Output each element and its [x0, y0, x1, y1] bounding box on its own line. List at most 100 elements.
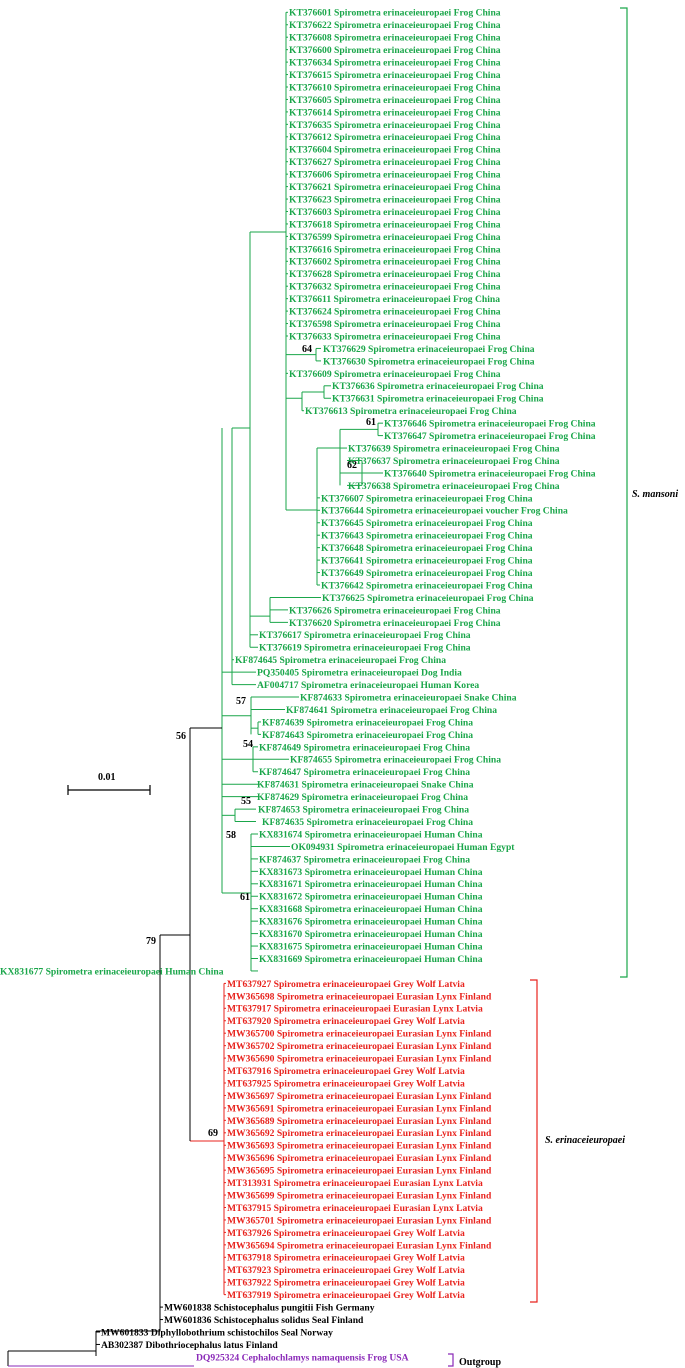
- clade-label-s-mansoni: S. mansoni: [632, 489, 678, 500]
- leaf-label: KT376617 Spirometra erinaceieuropaei Fro…: [259, 630, 471, 641]
- leaf-label: KF874653 Spirometra erinaceieuropaei Fro…: [258, 805, 469, 816]
- leaf-label: KT376637 Spirometra erinaceieuropaei Fro…: [348, 456, 560, 467]
- leaf-label: KF874649 Spirometra erinaceieuropaei Fro…: [259, 742, 470, 753]
- leaf-label: KT376634 Spirometra erinaceieuropaei Fro…: [289, 58, 501, 69]
- leaf-label: MT637917 Spirometra erinaceieuropaei Eur…: [227, 1004, 483, 1015]
- leaf-label: KT376613 Spirometra erinaceieuropaei Fro…: [305, 406, 517, 417]
- leaf-label: KF874633 Spirometra erinaceieuropaei Sna…: [300, 692, 517, 703]
- leaf-label: KX831676 Spirometra erinaceieuropaei Hum…: [259, 917, 483, 928]
- leaf-label: KT376612 Spirometra erinaceieuropaei Fro…: [289, 132, 501, 143]
- leaf-label: MT313931 Spirometra erinaceieuropaei Eur…: [227, 1178, 483, 1189]
- leaf-label: KX831668 Spirometra erinaceieuropaei Hum…: [259, 904, 483, 915]
- leaf-label: MW365696 Spirometra erinaceieuropaei Eur…: [227, 1153, 492, 1164]
- leaf-label: KT376648 Spirometra erinaceieuropaei Fro…: [321, 543, 533, 554]
- leaf-label: KF874639 Spirometra erinaceieuropaei Fro…: [262, 717, 473, 728]
- leaf-label: MT637915 Spirometra erinaceieuropaei Eur…: [227, 1203, 483, 1214]
- leaf-label: KF874631 Spirometra erinaceieuropaei Sna…: [257, 780, 474, 791]
- leaf-label: MT637926 Spirometra erinaceieuropaei Gre…: [227, 1228, 465, 1239]
- leaf-label: MW365699 Spirometra erinaceieuropaei Eur…: [227, 1190, 492, 1201]
- leaf-label: MT637923 Spirometra erinaceieuropaei Gre…: [227, 1265, 465, 1276]
- s-mansoni-bracket: [620, 7, 628, 978]
- leaf-label: KT376623 Spirometra erinaceieuropaei Fro…: [289, 194, 501, 205]
- leaf-label: MT637927 Spirometra erinaceieuropaei Gre…: [227, 979, 465, 990]
- leaf-label: MT637925 Spirometra erinaceieuropaei Gre…: [227, 1078, 465, 1089]
- leaf-label: KT376606 Spirometra erinaceieuropaei Fro…: [289, 170, 501, 181]
- leaf-label: KF874655 Spirometra erinaceieuropaei Fro…: [290, 755, 501, 766]
- leaf-label: DQ925324 Cephalochlamys namaquensis Frog…: [196, 1352, 409, 1363]
- leaf-label: KT376644 Spirometra erinaceieuropaei vou…: [321, 506, 568, 517]
- leaf-label: MW601836 Schistocephalus solidus Seal Fi…: [164, 1315, 364, 1326]
- leaf-label: MW365695 Spirometra erinaceieuropaei Eur…: [227, 1166, 492, 1177]
- leaf-label: KF874647 Spirometra erinaceieuropaei Fro…: [259, 767, 470, 778]
- bootstrap-value: 69: [208, 1128, 218, 1139]
- leaf-label: KT376629 Spirometra erinaceieuropaei Fro…: [323, 344, 535, 355]
- leaf-label: MW365698 Spirometra erinaceieuropaei Eur…: [227, 991, 492, 1002]
- leaf-label: MW601838 Schistocephalus pungitii Fish G…: [164, 1303, 375, 1314]
- leaf-label: KX831675 Spirometra erinaceieuropaei Hum…: [259, 941, 483, 952]
- leaf-label: OK094931 Spirometra erinaceieuropaei Hum…: [291, 842, 515, 853]
- leaf-label: KX831669 Spirometra erinaceieuropaei Hum…: [259, 954, 483, 965]
- s-erinaceieuropaei-bracket: [530, 979, 538, 1303]
- leaf-label: KT376639 Spirometra erinaceieuropaei Fro…: [348, 443, 560, 454]
- leaf-label: KX831672 Spirometra erinaceieuropaei Hum…: [259, 892, 483, 903]
- leaf-label: MW365700 Spirometra erinaceieuropaei Eur…: [227, 1029, 492, 1040]
- leaf-label: MW365702 Spirometra erinaceieuropaei Eur…: [227, 1041, 492, 1052]
- bootstrap-value: 61: [366, 417, 376, 428]
- leaf-label: KF874637 Spirometra erinaceieuropaei Fro…: [259, 854, 470, 865]
- leaf-label: KT376624 Spirometra erinaceieuropaei Fro…: [289, 307, 501, 318]
- leaf-label: KT376609 Spirometra erinaceieuropaei Fro…: [289, 369, 501, 380]
- leaf-label: KT376638 Spirometra erinaceieuropaei Fro…: [348, 481, 560, 492]
- leaf-label: KT376611 Spirometra erinaceieuropaei Fro…: [289, 294, 500, 305]
- leaf-label: KT376630 Spirometra erinaceieuropaei Fro…: [323, 356, 535, 367]
- leaf-label: MW365690 Spirometra erinaceieuropaei Eur…: [227, 1054, 492, 1065]
- leaf-label: KX831673 Spirometra erinaceieuropaei Hum…: [259, 867, 483, 878]
- leaf-label: MT637922 Spirometra erinaceieuropaei Gre…: [227, 1278, 465, 1289]
- leaf-label: KF874635 Spirometra erinaceieuropaei Fro…: [262, 817, 473, 828]
- leaf-label: MT637920 Spirometra erinaceieuropaei Gre…: [227, 1016, 465, 1027]
- leaf-label: KX831670 Spirometra erinaceieuropaei Hum…: [259, 929, 483, 940]
- leaf-label: KT376636 Spirometra erinaceieuropaei Fro…: [332, 381, 544, 392]
- leaf-label: KX831674 Spirometra erinaceieuropaei Hum…: [259, 829, 483, 840]
- leaf-label: KT376642 Spirometra erinaceieuropaei Fro…: [321, 580, 533, 591]
- bootstrap-value: 55: [241, 796, 251, 807]
- clade-brackets: [448, 7, 628, 1367]
- leaf-label: KT376602 Spirometra erinaceieuropaei Fro…: [289, 257, 501, 268]
- leaf-label: KT376635 Spirometra erinaceieuropaei Fro…: [289, 120, 501, 131]
- leaf-label: KT376628 Spirometra erinaceieuropaei Fro…: [289, 269, 501, 280]
- leaf-label: KT376631 Spirometra erinaceieuropaei Fro…: [332, 394, 544, 405]
- leaf-label: KF874629 Spirometra erinaceieuropaei Fro…: [257, 792, 468, 803]
- leaf-label: KT376607 Spirometra erinaceieuropaei Fro…: [321, 493, 533, 504]
- bootstrap-value: 58: [226, 830, 236, 841]
- leaf-label: AF004717 Spirometra erinaceieuropaei Hum…: [257, 680, 479, 691]
- leaf-label: MW365697 Spirometra erinaceieuropaei Eur…: [227, 1091, 492, 1102]
- leaf-label: KT376626 Spirometra erinaceieuropaei Fro…: [289, 605, 501, 616]
- leaf-label: KT376610 Spirometra erinaceieuropaei Fro…: [289, 82, 501, 93]
- leaf-label: KT376614 Spirometra erinaceieuropaei Fro…: [289, 107, 501, 118]
- leaf-label: KT376605 Spirometra erinaceieuropaei Fro…: [289, 95, 501, 106]
- leaf-label: KT376647 Spirometra erinaceieuropaei Fro…: [384, 431, 596, 442]
- outgroup-bracket: [448, 1353, 454, 1367]
- leaf-label: KT376632 Spirometra erinaceieuropaei Fro…: [289, 282, 501, 293]
- leaf-label: MW365694 Spirometra erinaceieuropaei Eur…: [227, 1240, 492, 1251]
- leaf-label: KT376603 Spirometra erinaceieuropaei Fro…: [289, 207, 501, 218]
- leaf-label: KT376598 Spirometra erinaceieuropaei Fro…: [289, 319, 501, 330]
- leaf-label: PQ350405 Spirometra erinaceieuropaei Dog…: [257, 668, 462, 679]
- leaf-label: KF874641 Spirometra erinaceieuropaei Fro…: [286, 705, 497, 716]
- leaf-label: KT376641 Spirometra erinaceieuropaei Fro…: [321, 556, 533, 567]
- leaf-label: MT637916 Spirometra erinaceieuropaei Gre…: [227, 1066, 465, 1077]
- leaf-label: KT376645 Spirometra erinaceieuropaei Fro…: [321, 518, 533, 529]
- bootstrap-value: 54: [243, 739, 253, 750]
- leaf-label: KT376633 Spirometra erinaceieuropaei Fro…: [289, 331, 501, 342]
- leaf-label: MT637919 Spirometra erinaceieuropaei Gre…: [227, 1290, 465, 1301]
- leaf-label: AB302387 Dibothriocephalus latus Finland: [101, 1340, 278, 1351]
- scale-bar-label: 0.01: [98, 772, 116, 783]
- tree-branches: [7, 11, 383, 1367]
- scale-bar: 0.01: [67, 772, 151, 795]
- leaf-label: MW365691 Spirometra erinaceieuropaei Eur…: [227, 1103, 492, 1114]
- leaf-label: MW365701 Spirometra erinaceieuropaei Eur…: [227, 1215, 492, 1226]
- leaf-label: KT376649 Spirometra erinaceieuropaei Fro…: [321, 568, 533, 579]
- leaf-label: KT376616 Spirometra erinaceieuropaei Fro…: [289, 244, 501, 255]
- leaf-label: KT376600 Spirometra erinaceieuropaei Fro…: [289, 45, 501, 56]
